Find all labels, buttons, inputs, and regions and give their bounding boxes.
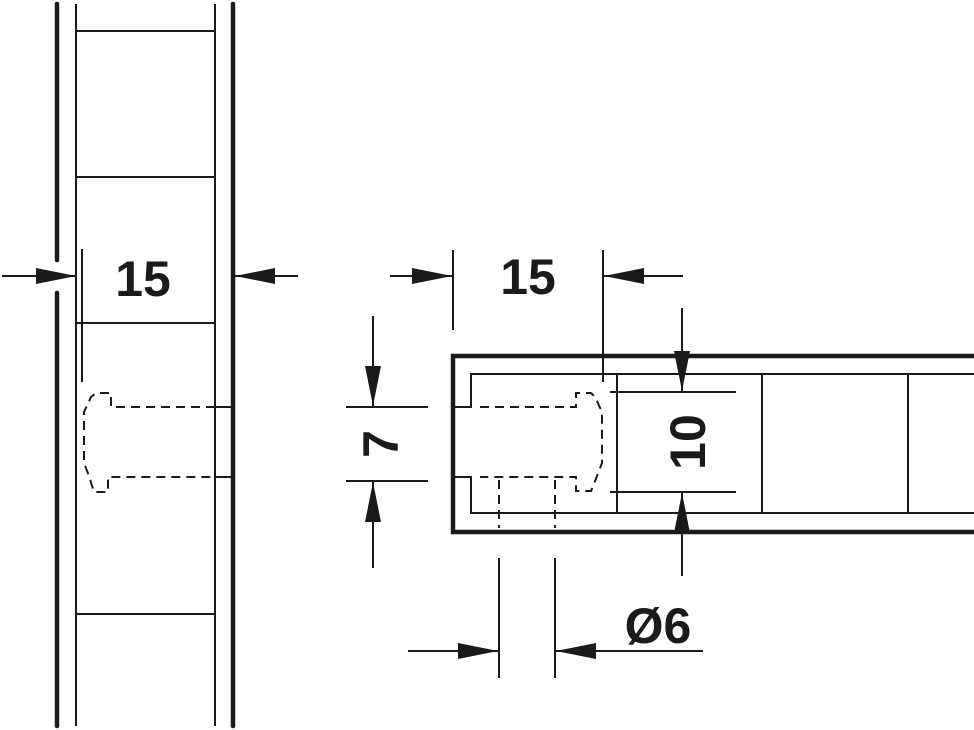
inner-frame-bottom [453,476,974,514]
inner-frame-top [453,373,974,408]
hidden-connector-outline [83,392,215,493]
outer-frame [450,353,974,535]
hole-diameter-label: Ø6 [625,598,692,654]
side-thickness-label: 15 [115,251,171,307]
front-view [346,250,974,678]
slot-width-label: 10 [660,414,716,470]
front-edge-distance-label: 15 [500,249,556,305]
hidden-connector-front [480,392,603,492]
side-view [2,1,298,729]
connector-depth-label: 7 [353,430,409,458]
